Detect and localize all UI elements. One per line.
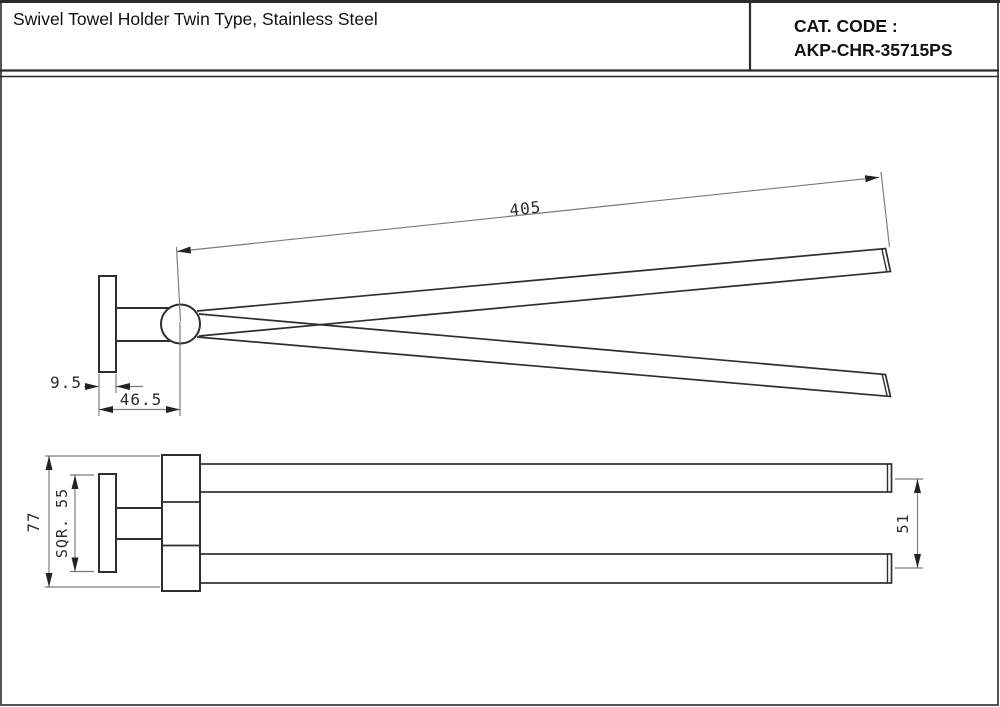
dim-bar-spacing: 51 bbox=[894, 478, 923, 569]
upper-arm-end-cap bbox=[881, 249, 888, 273]
dim-backplate-square: SQR. 55 bbox=[53, 474, 94, 573]
dim-label-sqr-55: SQR. 55 bbox=[53, 488, 71, 558]
wall-plate-front-view bbox=[98, 473, 117, 573]
towel-bar-bottom bbox=[199, 553, 893, 584]
dim-arm-length: 405 bbox=[175, 171, 891, 322]
pivot-block bbox=[161, 454, 201, 592]
lower-arm-end-cap bbox=[881, 373, 888, 396]
dim-plate-thickness: 9.5 bbox=[50, 373, 143, 393]
towel-bar-top bbox=[199, 463, 893, 493]
cat-code-value: AKP-CHR-35715PS bbox=[794, 39, 953, 60]
front-view bbox=[98, 454, 893, 592]
dim-label-9-5: 9.5 bbox=[50, 373, 82, 392]
dim-wall-to-pivot: 46.5 bbox=[98, 322, 181, 416]
lower-swivel-arm bbox=[196, 313, 892, 398]
dim-405-ext-right bbox=[880, 171, 891, 248]
dimensions: 405 9.5 46.5 77 bbox=[24, 171, 923, 588]
upper-swivel-arm bbox=[196, 247, 892, 337]
top-view bbox=[98, 247, 892, 398]
dim-label-46-5: 46.5 bbox=[120, 390, 163, 409]
dim-label-77: 77 bbox=[24, 511, 43, 532]
dim-405-ext-left bbox=[175, 246, 182, 322]
dim-overall-depth: 77 bbox=[24, 455, 160, 588]
dim-label-405: 405 bbox=[509, 197, 543, 219]
wall-plate-top-view bbox=[98, 275, 117, 373]
cat-code-label: CAT. CODE : bbox=[794, 16, 898, 36]
cat-code-box: CAT. CODE : AKP-CHR-35715PS bbox=[750, 0, 1000, 70]
product-title: Swivel Towel Holder Twin Type, Stainless… bbox=[13, 9, 378, 29]
dim-405-line bbox=[176, 175, 880, 254]
header: Swivel Towel Holder Twin Type, Stainless… bbox=[0, 0, 1000, 70]
dim-label-51: 51 bbox=[894, 513, 912, 533]
